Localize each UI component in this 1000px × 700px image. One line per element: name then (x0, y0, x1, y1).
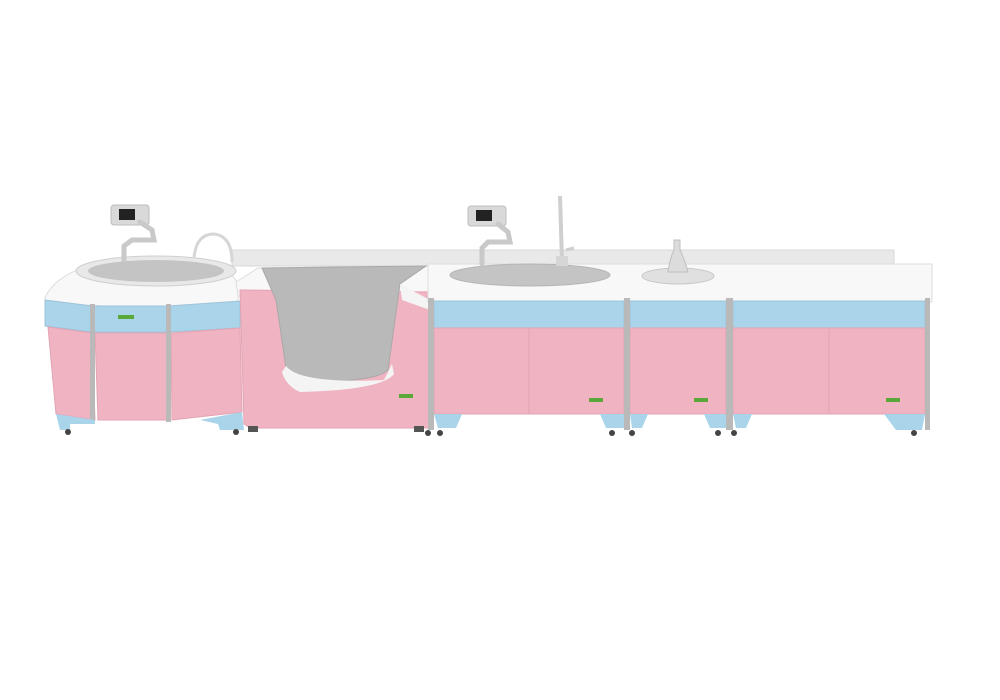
end-cabinet-logo (886, 398, 900, 402)
oval-cabinet-door-left (433, 327, 530, 415)
oval-cabinet-plinth (434, 414, 462, 428)
caster (609, 430, 615, 436)
round-cabinet-door-center (94, 332, 169, 421)
monitor-arm-right (467, 205, 514, 267)
caster (715, 430, 721, 436)
caster (911, 430, 917, 436)
narrow-cabinet-logo (694, 398, 708, 402)
casters (65, 429, 917, 436)
tub-cabinet-logo (399, 394, 413, 398)
cabinet-post (726, 298, 733, 430)
baby-bathtub-cabinet (235, 265, 433, 432)
round-cabinet-plinth (200, 412, 244, 430)
faucet-gooseneck (192, 232, 234, 263)
tub-side-wall (400, 284, 430, 310)
tub-rim-front (282, 364, 394, 392)
narrow-cabinet-plinth (630, 414, 648, 428)
end-cabinet-top-band (732, 300, 926, 329)
round-basin (88, 260, 224, 282)
faucet-spout (558, 195, 564, 263)
narrow-cabinet-door (629, 327, 727, 415)
round-cabinet-plinth (56, 414, 95, 430)
faucet-base (556, 256, 568, 266)
monitor-display (119, 209, 135, 220)
monitor-display (476, 210, 492, 221)
end-cabinet-plinth (733, 414, 752, 428)
caster (731, 430, 737, 436)
dispenser-body (667, 239, 689, 273)
caster (629, 430, 635, 436)
round-sink-cabinet (44, 255, 244, 430)
oval-cabinet-plinth (600, 414, 624, 428)
narrow-cabinet-plinth (704, 414, 726, 428)
oval-basin (449, 263, 611, 287)
caster (425, 430, 431, 436)
narrow-cabinet (629, 300, 727, 428)
round-cabinet-logo (118, 315, 134, 319)
round-cabinet-door-left (47, 326, 96, 421)
oval-cabinet-logo (589, 398, 603, 402)
round-cabinet-post (166, 304, 171, 422)
tub-foot (248, 426, 258, 432)
cabinet-post (428, 298, 434, 430)
cabinet-post (624, 298, 630, 430)
monitor-arm (121, 219, 158, 263)
caster (65, 429, 71, 435)
soap-dispenser (641, 239, 715, 285)
tub-foot (414, 426, 424, 432)
oval-cabinet-door-right (528, 327, 625, 415)
monitor-arm (479, 221, 514, 267)
end-cabinet-plinth (884, 414, 925, 430)
caster (437, 430, 443, 436)
monitor-arm-left (110, 204, 158, 263)
round-cabinet-door-right (170, 327, 243, 421)
round-cabinet-post (90, 304, 95, 422)
narrow-cabinet-top-band (629, 300, 727, 329)
oval-cabinet-top-band (433, 300, 625, 329)
cabinet-post (925, 298, 930, 430)
end-cabinet-door-right (828, 327, 926, 415)
caster (233, 429, 239, 435)
faucet-lever (565, 246, 575, 252)
end-cabinet (732, 300, 926, 430)
end-cabinet-door-left (732, 327, 830, 415)
faucet-tall (556, 195, 575, 266)
